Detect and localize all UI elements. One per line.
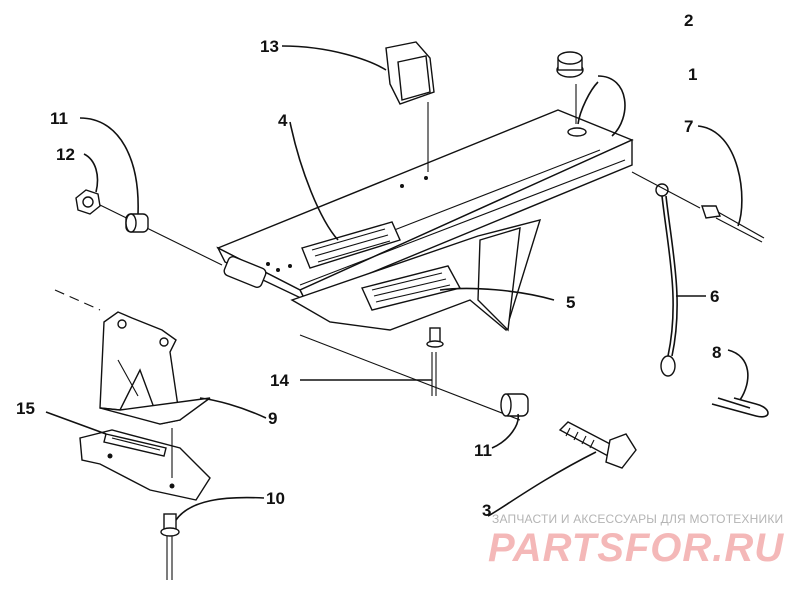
callout-14: 14: [270, 371, 289, 390]
callout-6: 6: [710, 287, 719, 306]
callout-2: 2: [684, 11, 693, 30]
pivot-hardware-left: [75, 189, 267, 288]
callout-8: 8: [712, 343, 721, 362]
watermark-tagline: ЗАПЧАСТИ И АКСЕССУАРЫ ДЛЯ МОТОТЕХНИКИ: [492, 512, 784, 526]
callout-11-upper: 11: [50, 109, 68, 128]
watermark-logo: PARTSFOR.RU: [488, 526, 785, 570]
callout-10: 10: [266, 489, 285, 508]
bolt-part: [558, 421, 637, 469]
callout-labels: 1 2 3 4 5 6 7 8 9 10 11 11 12 13 14 15: [16, 11, 721, 520]
callout-7: 7: [684, 117, 693, 136]
bushing-right: [500, 393, 529, 417]
callout-13: 13: [260, 37, 279, 56]
clip-part: [385, 41, 435, 172]
hitch-pin-clip: [711, 397, 769, 418]
decal-upper: [301, 221, 401, 269]
callout-15: 15: [16, 399, 35, 418]
base-pad: [79, 428, 211, 501]
axis-line: [54, 289, 521, 421]
callout-5: 5: [566, 293, 575, 312]
callout-9: 9: [268, 409, 277, 428]
pin-part: [631, 171, 765, 243]
grommet-part: [556, 51, 584, 124]
callout-12: 12: [56, 145, 75, 164]
rivet-lower: [160, 513, 180, 580]
callout-3: 3: [482, 501, 491, 520]
callout-11-lower: 11: [474, 441, 492, 460]
leader-lines: [45, 45, 749, 521]
strap-part: [655, 183, 678, 377]
rivet-part: [426, 327, 444, 396]
callout-1: 1: [688, 65, 697, 84]
callout-4: 4: [278, 111, 288, 130]
stand-part: [99, 311, 211, 425]
